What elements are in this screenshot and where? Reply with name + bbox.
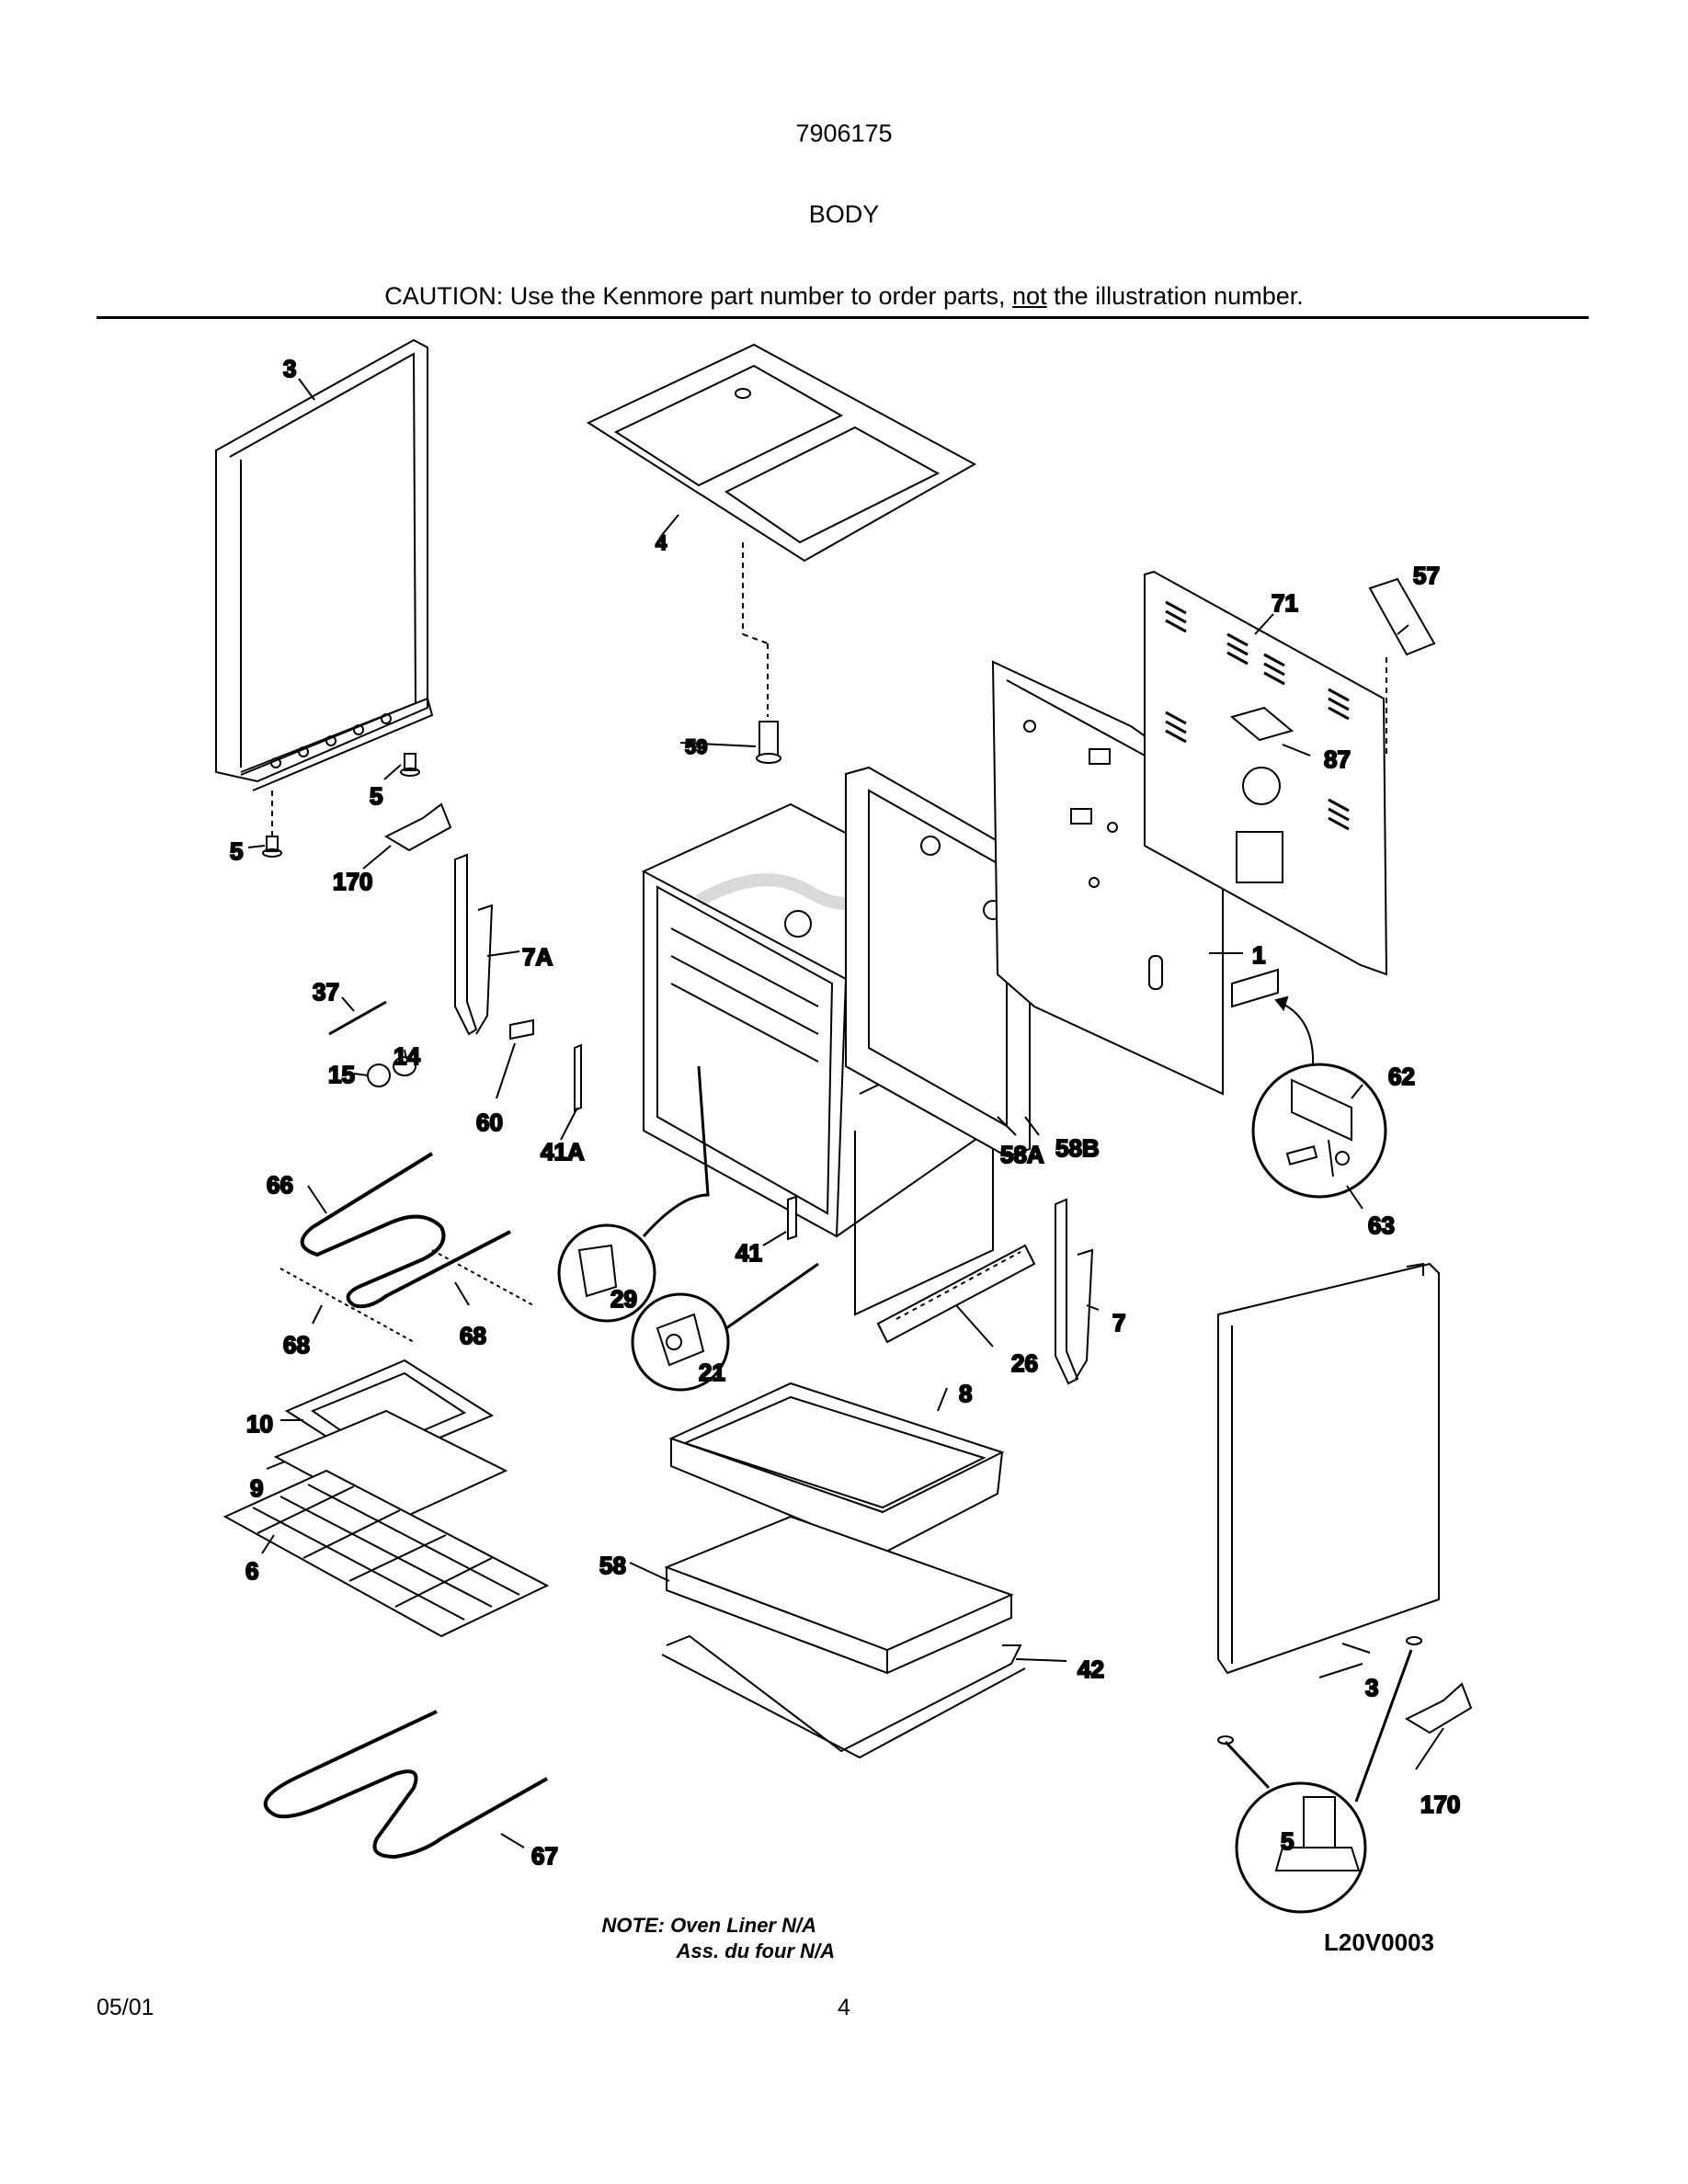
insulation-58-drawing bbox=[664, 1515, 1014, 1675]
callout-5-a: 5 bbox=[370, 782, 382, 810]
caution-text: CAUTION: Use the Kenmore part number to … bbox=[0, 282, 1688, 311]
bottom-panel-42-drawing bbox=[661, 1634, 1026, 1759]
hinge-7a-drawing bbox=[454, 853, 494, 1036]
rear-vent-panel-drawing bbox=[1144, 570, 1388, 976]
callout-3-bottom: 3 bbox=[1365, 1674, 1378, 1701]
callout-63: 63 bbox=[1368, 1211, 1395, 1239]
side-panel-right-drawing bbox=[1217, 1262, 1440, 1675]
revision-date: 05/01 bbox=[97, 1995, 154, 2020]
callout-37: 37 bbox=[313, 978, 339, 1006]
callout-68-a: 68 bbox=[283, 1331, 310, 1359]
section-title: BODY bbox=[808, 200, 880, 228]
callout-5-detail: 5 bbox=[1281, 1827, 1294, 1855]
callout-29: 29 bbox=[610, 1285, 637, 1313]
leader-lines bbox=[247, 378, 1444, 1848]
callout-66: 66 bbox=[267, 1171, 293, 1199]
part-59-drawing bbox=[756, 721, 781, 764]
callout-87: 87 bbox=[1324, 745, 1351, 773]
callout-41: 41 bbox=[736, 1239, 762, 1267]
callout-59: 59 bbox=[685, 735, 707, 758]
callout-14: 14 bbox=[393, 1042, 420, 1070]
callout-170-bottom: 170 bbox=[1420, 1791, 1460, 1818]
caution-text-underlined: not bbox=[1012, 282, 1047, 310]
screw-5-drawing bbox=[262, 753, 420, 858]
broil-element-66-drawing bbox=[279, 1152, 534, 1343]
bracket-26-drawing bbox=[876, 1244, 1036, 1344]
part-29-detail-drawing bbox=[557, 1065, 710, 1323]
callout-170-top: 170 bbox=[333, 868, 372, 895]
caution-text-end: the illustration number. bbox=[1046, 282, 1304, 310]
callout-57: 57 bbox=[1413, 562, 1440, 589]
callout-62: 62 bbox=[1388, 1063, 1415, 1090]
callout-71: 71 bbox=[1272, 589, 1298, 617]
bracket-170-bottom-drawing bbox=[1404, 1682, 1473, 1735]
part-21-detail-drawing bbox=[631, 1262, 819, 1392]
bake-element-67-drawing bbox=[263, 1710, 548, 1860]
leveling-leg-5-detail-drawing bbox=[1217, 1636, 1422, 1914]
hinge-7-drawing bbox=[1055, 1198, 1094, 1385]
callout-6: 6 bbox=[245, 1557, 258, 1585]
callout-7a: 7A bbox=[522, 943, 553, 971]
callout-10: 10 bbox=[246, 1410, 273, 1438]
callout-3-top: 3 bbox=[283, 355, 296, 382]
drawing-code: L20V0003 bbox=[1324, 1928, 1434, 1956]
storage-drawer-8-drawing bbox=[668, 1382, 1005, 1555]
callout-58a: 58A bbox=[1000, 1141, 1044, 1168]
header-rule bbox=[97, 316, 1589, 319]
front-frame-drawing bbox=[845, 766, 1031, 1158]
callout-8: 8 bbox=[959, 1380, 972, 1407]
part-62-63-detail-drawing bbox=[1231, 968, 1387, 1199]
callout-7: 7 bbox=[1112, 1309, 1125, 1337]
callout-68-b: 68 bbox=[460, 1322, 486, 1349]
top-panel-drawing bbox=[586, 343, 977, 717]
callout-41a: 41A bbox=[541, 1138, 585, 1166]
oven-rack-6-drawing bbox=[222, 1469, 550, 1638]
caution-text-start: CAUTION: Use the Kenmore part number to … bbox=[384, 282, 1013, 310]
model-number: 7906175 bbox=[795, 119, 893, 147]
callout-4: 4 bbox=[656, 531, 667, 554]
callout-21: 21 bbox=[699, 1359, 725, 1386]
callout-5-b: 5 bbox=[230, 837, 243, 865]
note-oven-liner-french: Ass. du four N/A bbox=[676, 1939, 835, 1962]
callout-42: 42 bbox=[1078, 1655, 1104, 1683]
callout-1: 1 bbox=[1252, 941, 1265, 969]
callout-15: 15 bbox=[328, 1061, 355, 1088]
callout-60: 60 bbox=[476, 1109, 503, 1136]
side-panel-left-drawing bbox=[215, 338, 434, 841]
callout-9: 9 bbox=[250, 1474, 263, 1502]
parts-60-41-drawing bbox=[509, 1018, 797, 1241]
callout-67: 67 bbox=[531, 1842, 558, 1870]
bracket-170-top-drawing bbox=[383, 802, 452, 852]
callout-26: 26 bbox=[1011, 1349, 1038, 1377]
part-57-drawing bbox=[1368, 577, 1436, 754]
page-number: 4 bbox=[838, 1995, 850, 2020]
callout-58b: 58B bbox=[1055, 1134, 1100, 1162]
note-oven-liner: NOTE: Oven Liner N/A bbox=[601, 1914, 816, 1937]
callout-58: 58 bbox=[599, 1552, 626, 1579]
